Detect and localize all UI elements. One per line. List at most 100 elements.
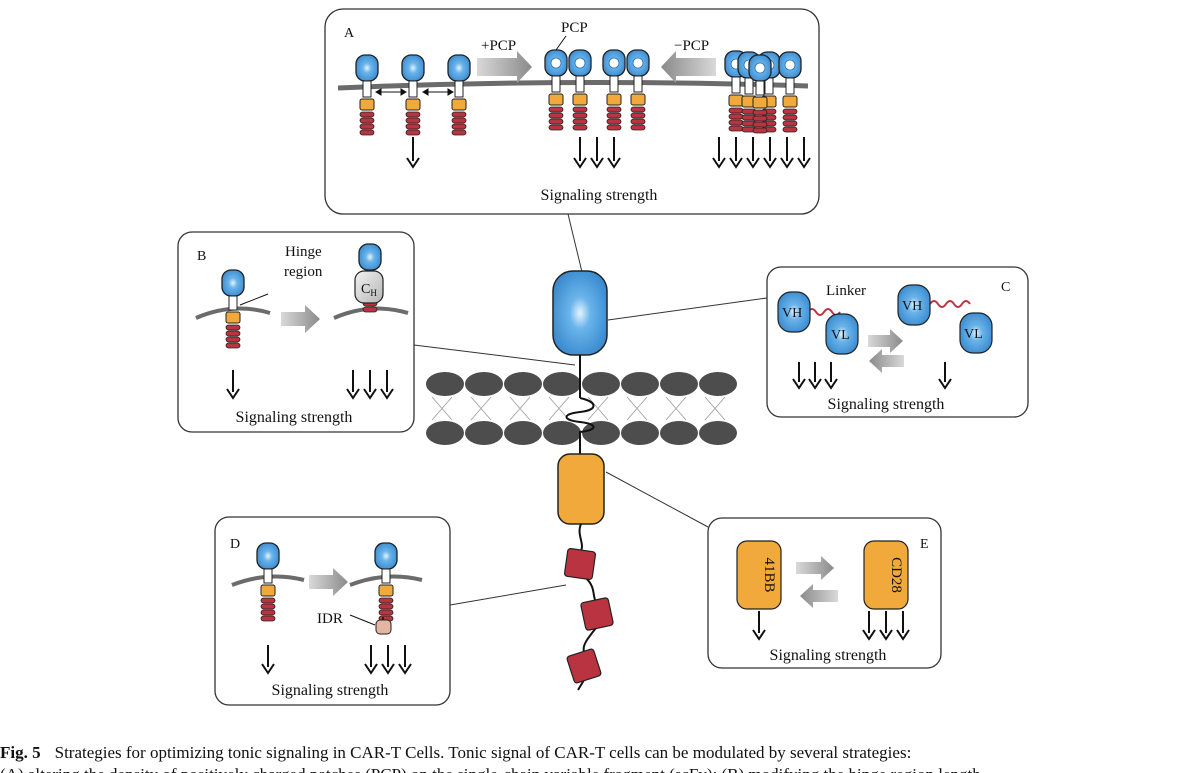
hinge-label-2: region [284,264,323,280]
idr-domain [375,619,392,635]
scfv-domain [552,270,608,356]
signal-arrow [590,137,604,169]
panel-d-signal-arrows [261,645,412,675]
car-receptor [447,54,471,136]
signal-arrow [780,137,794,169]
car-receptor [256,542,280,622]
signal-arrow [398,645,412,675]
minus-pcp-label: −PCP [674,38,709,54]
panel-e: E 41BB CD28 Signaling strength [707,517,942,669]
diagram-canvas: A +PCP −PCP PCP Signaling strength B Hin… [177,8,1029,706]
panel-c-letter: C [1001,280,1010,295]
signal-arrow [364,645,378,675]
car-receptor [568,49,592,131]
signal-arrow [797,137,811,169]
panel-c-arrow-left [869,349,904,373]
signal-arrow [226,370,240,400]
car-receptor [355,54,379,136]
connector-lines [413,213,768,606]
transmembrane-coil [565,397,595,455]
panel-a-signal-arrows [406,137,811,169]
ch-domain [354,270,384,304]
panel-d-strength: Signaling strength [272,682,389,699]
panel-a-letter: A [344,26,355,41]
panel-b: B Hinge region CH Signaling strength [177,231,415,433]
ch-label: CH [361,282,377,298]
lipid-bilayer [426,372,737,445]
car-receptor [626,49,650,131]
car-receptor [778,51,802,133]
signal-arrow [862,611,876,641]
signal-arrow [763,137,777,169]
spacing-arrows [375,88,454,96]
signal-arrow [752,611,766,641]
signal-arrow [938,362,952,390]
panel-e-arrow-left [800,584,838,608]
vl-label-left: VL [831,328,850,343]
panel-b-arrow [281,305,320,333]
panel-c-signal-arrows [792,362,952,390]
caption-text: Strategies for optimizing tonic signalin… [54,743,912,762]
outer-lipid-heads [426,372,737,396]
panel-d-receptors [256,542,398,622]
vh-label-right: VH [902,299,922,314]
figure-caption: Fig. 5 Strategies for optimizing tonic si… [0,742,1200,773]
panel-b-signal-arrows [226,370,394,400]
vl-domain-right [959,312,993,354]
signal-arrow [808,362,822,390]
panel-b-strength: Signaling strength [236,409,353,426]
panel-d: D IDR Signaling strength [214,516,451,706]
panel-c-strength: Signaling strength [828,396,945,413]
idr-label: IDR [317,611,343,627]
vh-domain-left [777,291,811,333]
car-receptor [401,54,425,136]
pcp-label: PCP [561,20,588,36]
signal-arrow [261,645,275,675]
membrane-a [337,79,809,91]
signal-arrow [712,137,726,169]
inner-lipid-heads [426,421,737,445]
41bb-label: 41BB [761,557,777,592]
signal-arrow [380,370,394,400]
costimulatory-domain [557,453,605,525]
cd28-domain [863,540,909,610]
signal-arrow [573,137,587,169]
panel-a-receptors [355,49,802,136]
plus-pcp-arrow [477,51,532,83]
vl-label-right: VL [964,327,983,342]
cd3z-itam-domains [563,547,614,684]
vh-domain-right [897,284,931,326]
car-receptor [221,269,245,349]
panel-b-letter: B [197,249,206,264]
41bb-domain [736,540,782,610]
panel-d-arrow [309,568,348,596]
central-car-molecule [426,270,737,691]
panel-e-signal-arrows [752,611,910,641]
vl-domain-left [825,313,859,355]
signal-arrow [792,362,806,390]
caption-line-2: (A) altering the density of positively c… [0,765,981,773]
car-receptor [374,542,398,622]
cd28-label: CD28 [888,557,904,593]
panel-e-arrow-right [796,556,834,580]
signal-arrow [381,645,395,675]
car-receptor [748,54,772,134]
signal-arrow [363,370,377,400]
signal-arrow [896,611,910,641]
panel-e-letter: E [920,537,929,552]
vh-label-left: VH [782,306,802,321]
plus-pcp-label: +PCP [481,38,516,54]
minus-pcp-arrow [661,51,716,83]
car-receptor [602,49,626,131]
signal-arrow [346,370,360,400]
signal-arrow [406,137,420,169]
caption-label: Fig. 5 [0,743,41,762]
panel-a: A +PCP −PCP PCP Signaling strength [324,8,820,215]
signal-arrow [746,137,760,169]
hinge-label-1: Hinge [285,244,322,260]
signal-arrow [879,611,893,641]
panel-d-letter: D [230,537,240,552]
panel-e-strength: Signaling strength [770,647,887,664]
signal-arrow [607,137,621,169]
linker-label: Linker [826,283,866,299]
